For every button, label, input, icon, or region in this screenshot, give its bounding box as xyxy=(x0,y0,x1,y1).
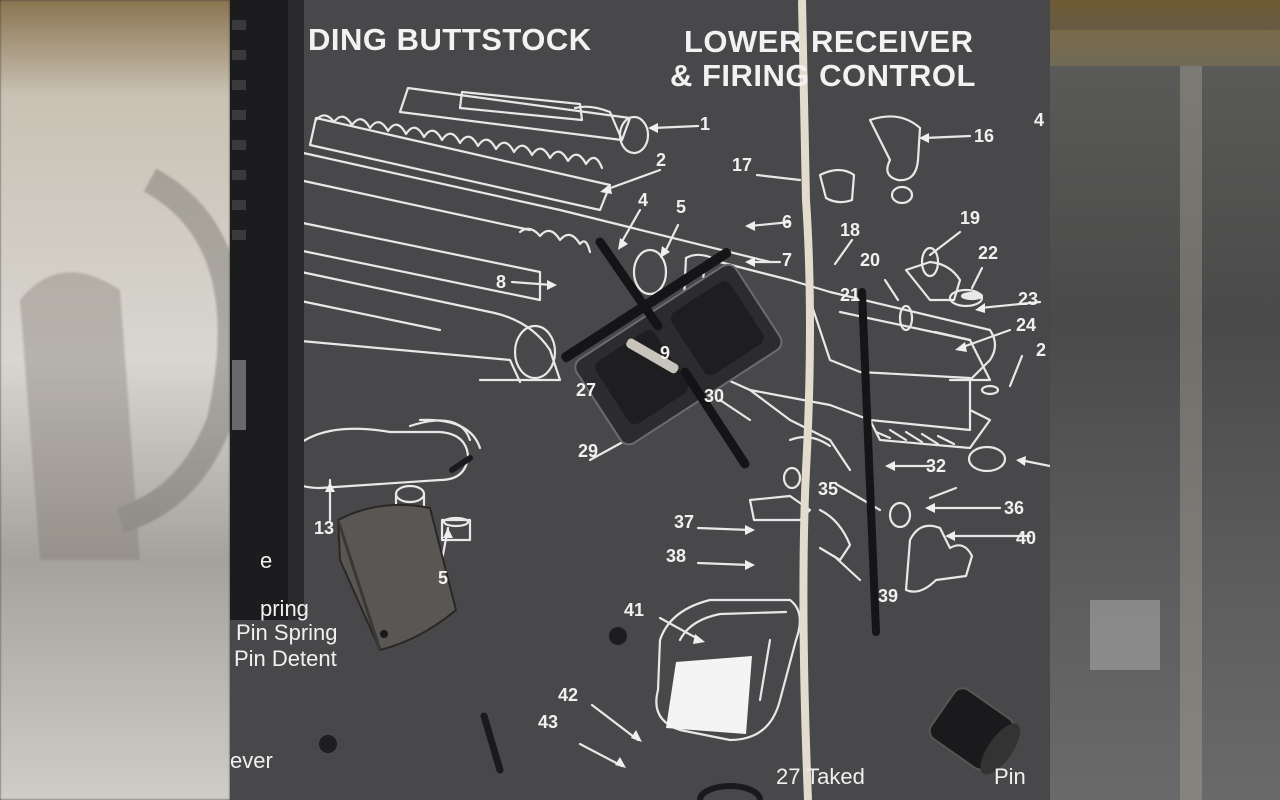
callout-1: 1 xyxy=(700,114,711,134)
blurred-mat-shape xyxy=(1050,30,1280,800)
legend-lever: ever xyxy=(230,748,273,773)
parts-mat-photo: DING BUTTSTOCK LOWER RECEIVER & FIRING C… xyxy=(230,0,1050,800)
callout-22: 22 xyxy=(978,243,999,263)
dust-cover xyxy=(561,247,783,446)
callout-18: 18 xyxy=(840,220,861,240)
callout-43: 43 xyxy=(538,712,559,732)
mat-header-firing-control: & FIRING CONTROL xyxy=(670,58,976,93)
callout-40: 40 xyxy=(1016,528,1037,548)
legend-pin-detent: Pin Detent xyxy=(234,646,337,671)
callout-41: 41 xyxy=(624,600,645,620)
callout-9: 9 xyxy=(660,343,671,363)
callout-36: 36 xyxy=(1004,498,1025,518)
legend-spring: pring xyxy=(260,596,309,621)
upper-receiver-rail xyxy=(230,0,288,620)
callout-38: 38 xyxy=(666,546,687,566)
callout-13: 13 xyxy=(314,518,335,538)
callout-17: 17 xyxy=(732,155,753,175)
callout-6: 6 xyxy=(782,212,793,232)
callout-26-partial: 2 xyxy=(1036,340,1047,360)
callout-4: 4 xyxy=(638,190,649,210)
callout-19: 19 xyxy=(960,208,981,228)
blurred-background-left xyxy=(0,0,230,800)
blurred-logo-shape xyxy=(20,168,230,560)
callout-32: 32 xyxy=(926,456,947,476)
callout-24: 24 xyxy=(1016,315,1037,335)
legend-takedown: 27 Taked xyxy=(776,764,865,789)
callout-37: 37 xyxy=(674,512,695,532)
callout-27: 27 xyxy=(576,380,597,400)
callout-23: 23 xyxy=(1018,289,1039,309)
diagram-linework xyxy=(230,0,1050,800)
callout-29: 29 xyxy=(578,441,599,461)
legend-pin-spring: Pin Spring xyxy=(236,620,338,645)
callout-35: 35 xyxy=(818,479,839,499)
callout-42: 42 xyxy=(558,685,579,705)
blurred-background-right xyxy=(1050,0,1280,800)
mat-header-buttstock: DING BUTTSTOCK xyxy=(308,22,592,57)
callout-21: 21 xyxy=(840,285,861,305)
mat-header-lower-receiver: LOWER RECEIVER xyxy=(684,24,974,59)
callout-39: 39 xyxy=(878,586,899,606)
callout-16: 16 xyxy=(974,126,995,146)
callout-7: 7 xyxy=(782,250,793,270)
callout-44-partial: 4 xyxy=(1034,110,1045,130)
callout-2: 2 xyxy=(656,150,667,170)
callout-30: 30 xyxy=(704,386,725,406)
legend-takedown-pin: Pin xyxy=(994,764,1026,789)
callout-20: 20 xyxy=(860,250,881,270)
callout-5: 5 xyxy=(676,197,687,217)
callout-8: 8 xyxy=(496,272,507,292)
callout-15-partial: 5 xyxy=(438,568,449,588)
legend-partial-e: e xyxy=(260,548,273,573)
